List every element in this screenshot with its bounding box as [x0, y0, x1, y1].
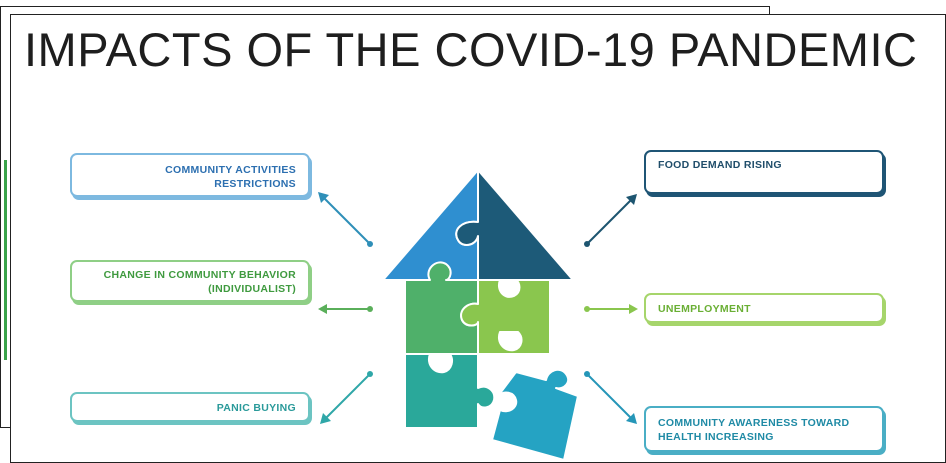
- impact-panic-buying-box: PANIC BUYING: [70, 392, 310, 422]
- impact-food-demand-box: FOOD DEMAND RISING: [644, 150, 884, 194]
- puzzle-piece-bottom-left: [404, 353, 496, 429]
- impact-unemployment-box: UNEMPLOYMENT: [644, 293, 884, 323]
- puzzle-piece-middle-right: [460, 279, 551, 355]
- puzzle-knob-middle-right: [498, 331, 523, 352]
- impact-health-awareness-box: COMMUNITY AWARENESS TOWARD HEALTH INCREA…: [644, 406, 884, 452]
- background-slide-accent: [4, 160, 7, 360]
- arrow-food-demand: [584, 194, 637, 247]
- impact-health-awareness-line1: COMMUNITY AWARENESS TOWARD: [658, 417, 850, 429]
- impact-food-demand-label: FOOD DEMAND RISING: [658, 159, 782, 171]
- impact-community-behavior-line1: CHANGE IN COMMUNITY BEHAVIOR: [103, 269, 296, 281]
- arrow-health-awareness: [584, 371, 637, 424]
- impact-community-behavior-box: CHANGE IN COMMUNITY BEHAVIOR (INDIVIDUAL…: [70, 260, 310, 302]
- puzzle-house: [382, 169, 579, 461]
- connector-arrows: [318, 192, 638, 424]
- impact-panic-buying-label: PANIC BUYING: [216, 402, 296, 414]
- puzzle-piece-roof-right: [455, 169, 574, 281]
- arrow-panic-buying: [320, 371, 373, 424]
- impact-community-activities-line2: RESTRICTIONS: [214, 178, 296, 190]
- impact-unemployment-label: UNEMPLOYMENT: [658, 303, 751, 315]
- impact-community-activities-line1: COMMUNITY ACTIVITIES: [165, 164, 296, 176]
- impact-community-behavior-line2: (INDIVIDUALIST): [208, 283, 296, 295]
- impact-community-activities-box: COMMUNITY ACTIVITIES RESTRICTIONS: [70, 153, 310, 197]
- impact-health-awareness-line2: HEALTH INCREASING: [658, 431, 774, 443]
- slide-title: IMPACTS OF THE COVID-19 PANDEMIC: [24, 23, 918, 76]
- arrow-unemployment: [584, 304, 638, 314]
- arrow-community-activities: [318, 192, 373, 247]
- arrow-community-behavior: [318, 304, 373, 314]
- puzzle-piece-loose: [491, 368, 579, 461]
